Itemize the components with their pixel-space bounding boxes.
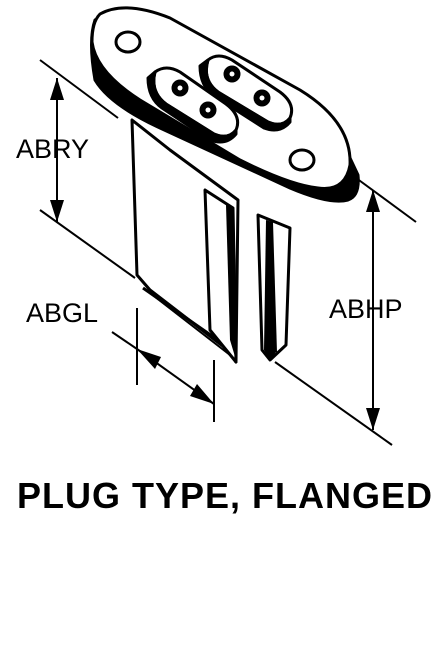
contact-rear-1-center [229,71,235,77]
abry-extension-top [39,59,119,119]
abgl-arrow-right [190,384,214,404]
abhp-label: ABHP [329,294,403,324]
middle-pin-shade [226,205,236,360]
arrowheads [50,78,380,430]
mounting-hole-right [288,148,316,172]
insert-front-wall [146,70,238,144]
abhp-arrow-bottom [366,408,380,430]
abry-arrow-top [50,78,64,100]
plug-pins [130,118,292,364]
abgl-label: ABGL [26,298,98,328]
front-blade-edge [149,292,231,356]
abry-extension-bottom [39,209,136,279]
abry-label: ABRY [16,134,89,164]
diagram-caption: PLUG TYPE, FLANGED [17,475,434,516]
contact-rear-2-center [259,95,265,101]
contact-front-1-center [177,85,183,91]
mounting-hole-left [114,30,142,54]
contact-front-2-center [205,107,211,113]
rear-pin-edge [271,221,277,353]
abhp-extension-bottom [274,361,393,446]
contact-inserts [146,54,294,144]
abhp-arrow-top [366,190,380,212]
abry-arrow-bottom [50,200,64,222]
abgl-leader [111,331,138,350]
abhp-extension-top [351,174,417,223]
abgl-arrow-left [137,349,161,369]
